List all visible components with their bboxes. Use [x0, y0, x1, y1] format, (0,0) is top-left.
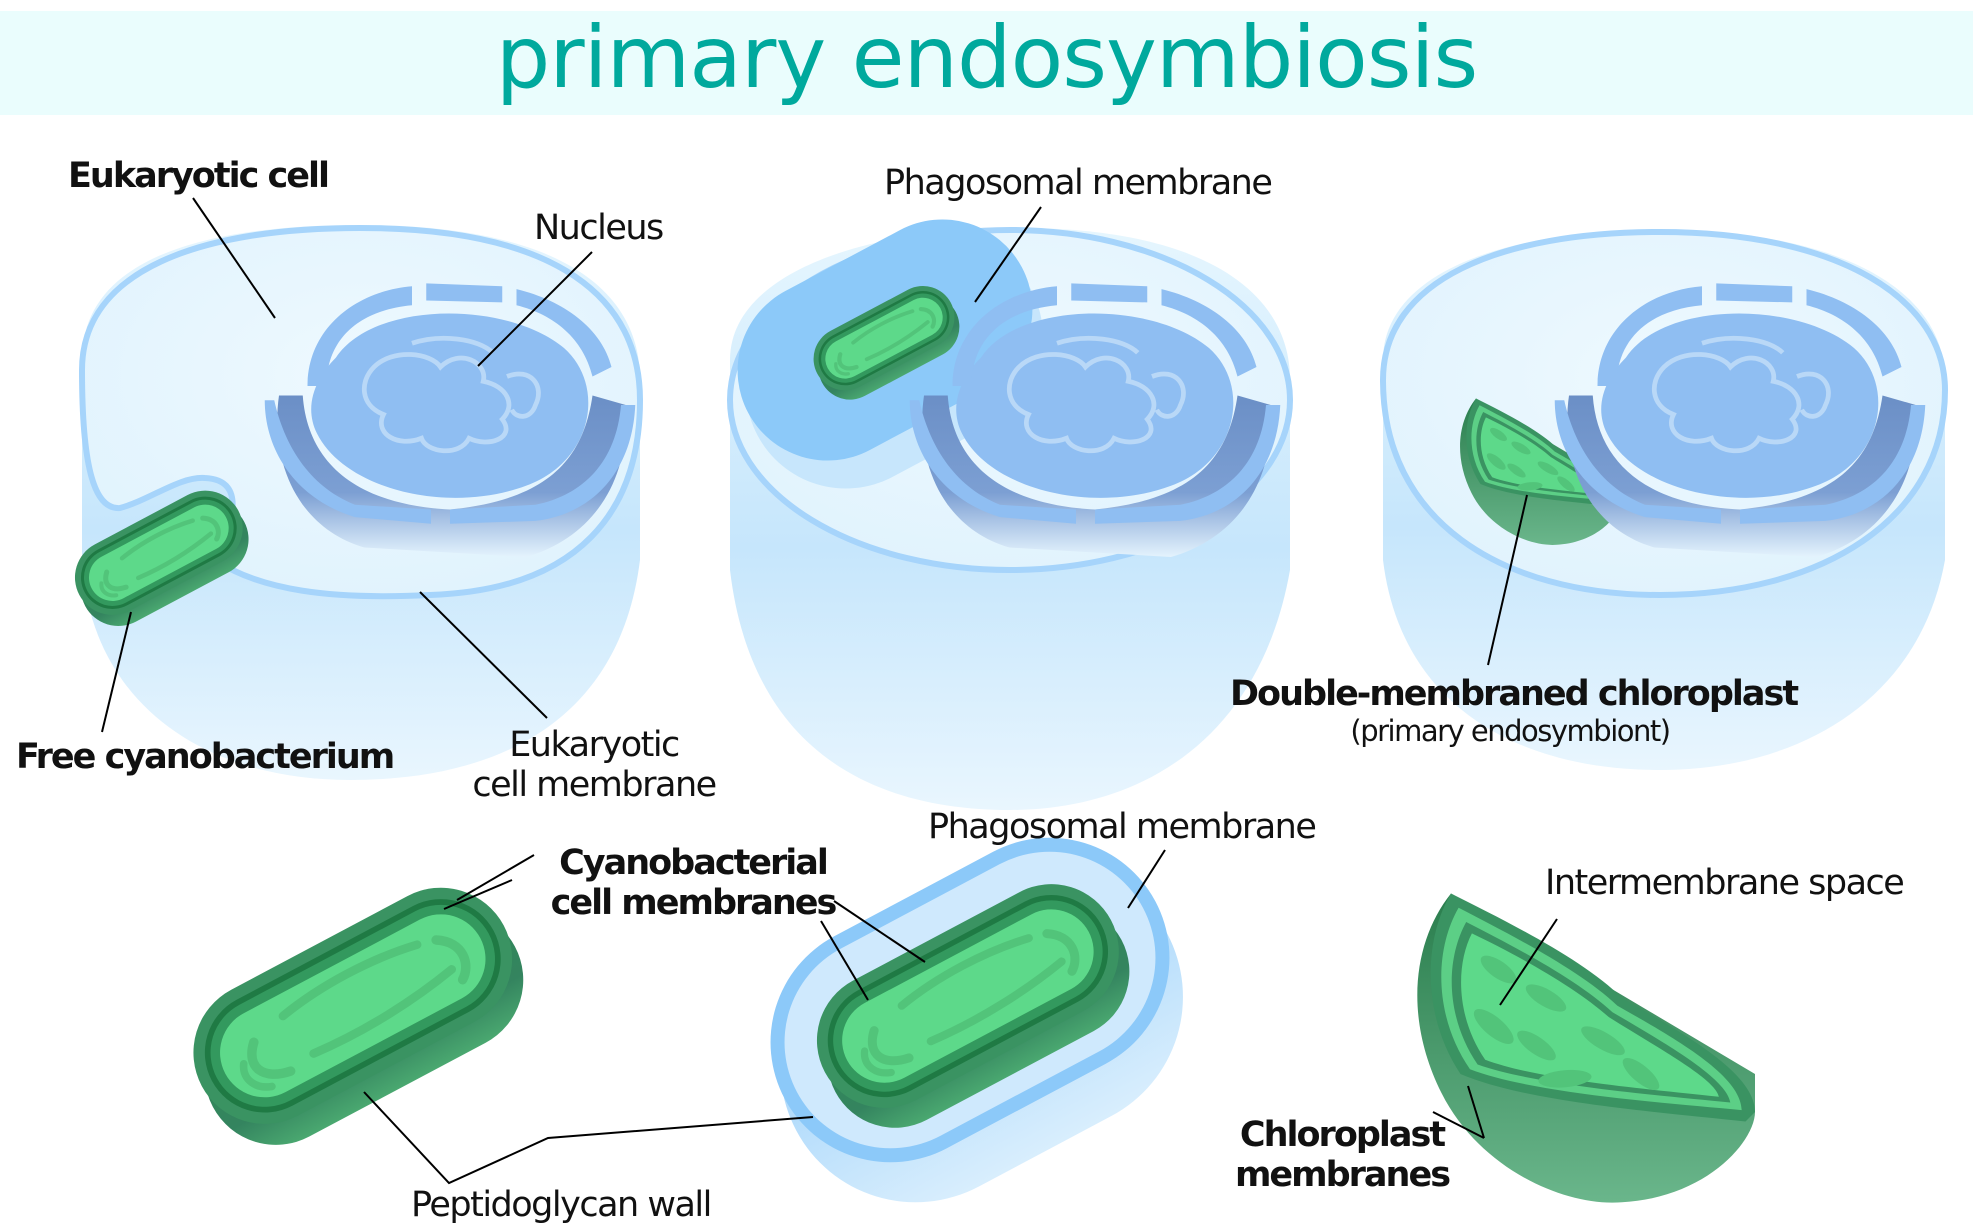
label-chloroplast-title: Double-membraned chloroplast [1230, 674, 1799, 714]
label-intermembrane-space: Intermembrane space [1545, 863, 1905, 903]
title-band: primary endosymbiosis [0, 11, 1973, 115]
label-eukaryotic-cell-membrane-line2: cell membrane [472, 765, 717, 805]
label-eukaryotic-cell-membrane: Eukaryotic cell membrane [458, 725, 730, 805]
label-cyanobacterial-cell-membranes: Cyanobacterial cell membranes [548, 843, 838, 923]
label-chloroplast-membranes-line2: membranes [1234, 1155, 1451, 1195]
stage1-cell [62, 224, 644, 780]
label-primary-endosymbiont: (primary endosymbiont) [1350, 714, 1671, 748]
detail-phagosome [770, 837, 1183, 1203]
leader-lines [101, 197, 1558, 1185]
label-peptidoglycan-wall: Peptidoglycan wall [411, 1185, 712, 1225]
label-chloroplast-membranes-line1: Chloroplast [1239, 1115, 1446, 1155]
label-eukaryotic-cell-membrane-line1: Eukaryotic [509, 725, 680, 765]
label-nucleus: Nucleus [534, 208, 664, 248]
label-eukaryotic-cell: Eukaryotic cell [68, 156, 330, 196]
detail-chloroplast [1417, 893, 1755, 1203]
stage3-cell [1379, 228, 1949, 770]
stage2-cell [727, 219, 1293, 810]
label-chloroplast-membranes: Chloroplast membranes [1228, 1115, 1456, 1195]
label-double-membraned-chloroplast: Double-membraned chloroplast (primary en… [1230, 674, 1799, 748]
label-cyano-membranes-line1: Cyanobacterial [559, 843, 829, 883]
diagram-title: primary endosymbiosis [495, 8, 1479, 108]
label-phagosomal-membrane-detail: Phagosomal membrane [928, 807, 1317, 847]
detail-cyanobacterium [168, 863, 548, 1170]
label-cyano-membranes-line2: cell membranes [550, 883, 838, 923]
label-phagosomal-membrane-stage2: Phagosomal membrane [884, 163, 1273, 203]
label-free-cyanobacterium: Free cyanobacterium [16, 737, 395, 777]
